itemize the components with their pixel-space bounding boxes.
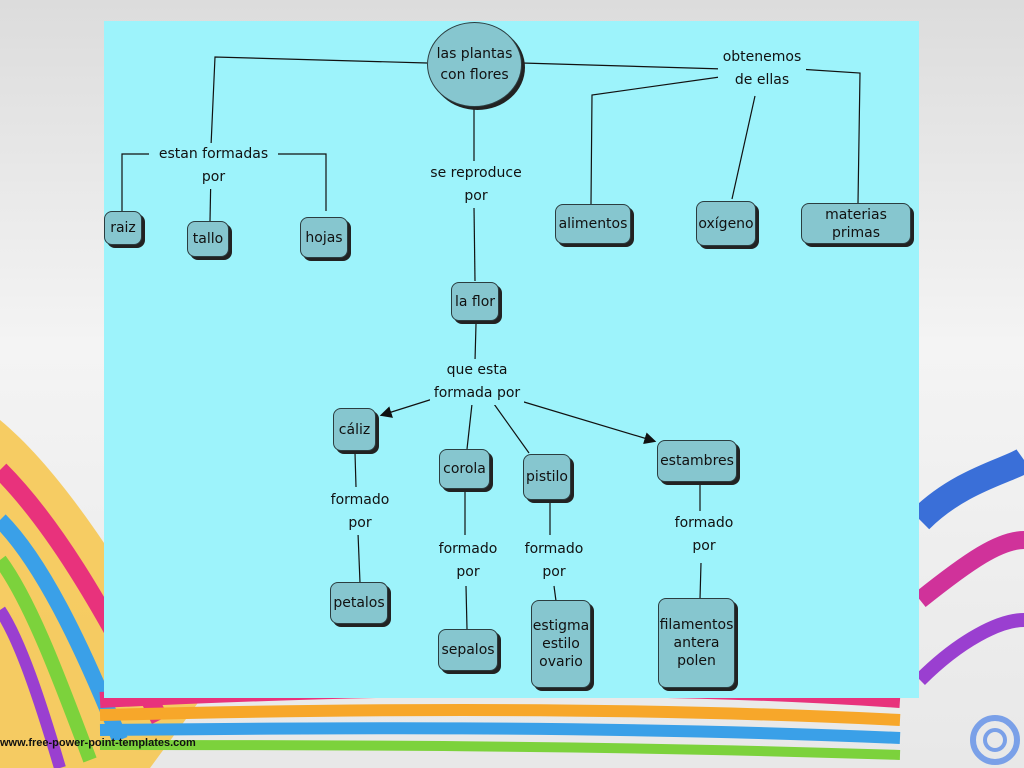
node-pistilo[interactable]: pistilo bbox=[523, 454, 571, 500]
link-obtain-alimentos bbox=[590, 74, 735, 205]
link-obtain-materias bbox=[797, 68, 861, 204]
node-raiz[interactable]: raiz bbox=[104, 211, 142, 245]
node-estigma-estilo-ovario[interactable]: estigma estilo ovario bbox=[531, 600, 591, 688]
link-formado-filamentos bbox=[699, 562, 702, 600]
link-formado-petalos bbox=[357, 532, 361, 584]
label-caliz-by: formado por bbox=[326, 489, 394, 535]
link-formed-hojas bbox=[269, 153, 327, 211]
label-pistilo-by: formado por bbox=[520, 538, 588, 584]
node-tallo[interactable]: tallo bbox=[187, 221, 229, 257]
link-formada-estambres bbox=[513, 398, 657, 444]
node-estambres[interactable]: estambres bbox=[657, 440, 737, 482]
concept-map-canvas: las plantas con flores estan formadas po… bbox=[104, 21, 919, 698]
link-formada-pistilo bbox=[493, 403, 530, 454]
label-corola-by: formado por bbox=[434, 538, 502, 584]
link-formada-corola bbox=[466, 403, 473, 450]
node-materias-primas[interactable]: materias primas bbox=[801, 203, 911, 244]
link-formado-estigma bbox=[553, 585, 557, 602]
node-la-flor[interactable]: la flor bbox=[451, 282, 499, 321]
node-sepalos[interactable]: sepalos bbox=[438, 629, 498, 671]
footer-url: www.free-power-point-templates.com bbox=[0, 737, 196, 749]
node-alimentos[interactable]: alimentos bbox=[555, 204, 631, 244]
label-estambres-by: formado por bbox=[670, 512, 738, 558]
node-caliz[interactable]: cáliz bbox=[333, 408, 376, 451]
root-node[interactable]: las plantas con flores bbox=[427, 22, 522, 107]
link-reproduces-flor bbox=[473, 206, 476, 282]
label-reproduces: se reproduce por bbox=[428, 162, 524, 208]
link-caliz-formado bbox=[354, 452, 357, 488]
link-formed-raiz bbox=[121, 153, 151, 211]
node-hojas[interactable]: hojas bbox=[300, 217, 348, 258]
link-root-obtain bbox=[521, 62, 725, 70]
link-formado-sepalos bbox=[465, 585, 468, 630]
node-filamentos-antera-polen[interactable]: filamentos antera polen bbox=[658, 598, 735, 688]
label-obtain: obtenemos de ellas bbox=[718, 46, 806, 92]
connector-lines bbox=[121, 56, 861, 630]
node-oxigeno[interactable]: oxígeno bbox=[696, 201, 756, 246]
label-formed-by: estan formadas por bbox=[149, 143, 278, 189]
link-formada-caliz bbox=[379, 396, 440, 418]
link-root-formed bbox=[210, 56, 428, 147]
node-corola[interactable]: corola bbox=[439, 449, 490, 489]
link-obtain-oxigeno bbox=[731, 95, 756, 200]
link-flor-formada bbox=[474, 323, 477, 362]
label-flower-formed: que esta formada por bbox=[430, 359, 524, 405]
node-petalos[interactable]: petalos bbox=[330, 582, 388, 624]
